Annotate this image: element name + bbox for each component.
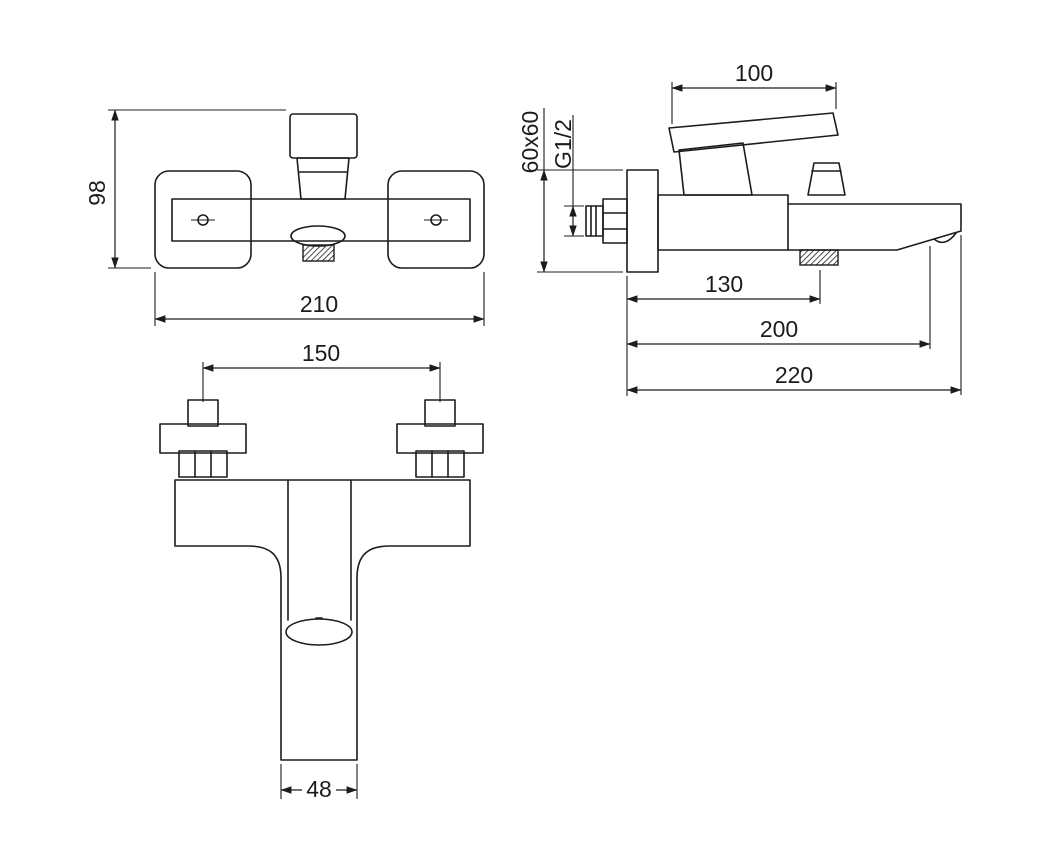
dim-48-label: 48 [306,776,332,802]
mount-plate-right [396,423,484,454]
spout-outlet-flare [290,225,346,247]
plan-view: 150 48 [159,340,484,802]
mount-plate-left [159,423,247,454]
handle-lever-front [289,113,358,159]
handle-lever-side [668,112,839,153]
inlet-hex-nut [602,198,628,244]
wall-plate-right [387,170,485,269]
dim-200-label: 200 [760,316,798,342]
dim-130-label: 130 [705,271,743,297]
body-and-spout-outline [174,479,471,761]
handle-neck-side [678,142,753,196]
dim-220-label: 220 [775,362,813,388]
dim-60x60-label: 60x60 [517,111,543,174]
spout-side [787,203,962,251]
inlet-stem-right [424,399,456,427]
dim-150-label: 150 [302,340,340,366]
side-view: 100 60x60 G1/2 130 200 [517,60,962,396]
dim-100-label: 100 [735,60,773,86]
dim-210-label: 210 [300,291,338,317]
wall-flange-side [626,169,659,273]
dim-98-label: 98 [84,180,110,206]
wall-plate-left [154,170,252,269]
inlet-stem-left [187,399,219,427]
hex-nut-left [178,450,228,478]
aerator-front [302,244,335,262]
handle-neck-front [296,157,350,200]
front-view: 98 210 [84,109,485,326]
handle-end-ellipse [285,618,353,646]
aerator-side [799,249,839,266]
diverter-knob [807,162,846,196]
mixer-body-side [657,194,789,251]
dim-g12-label: G1/2 [550,119,576,169]
spout-tip-outlet-curve [933,232,957,244]
inlet-thread-stub [585,205,604,237]
hex-nut-right [415,450,465,478]
